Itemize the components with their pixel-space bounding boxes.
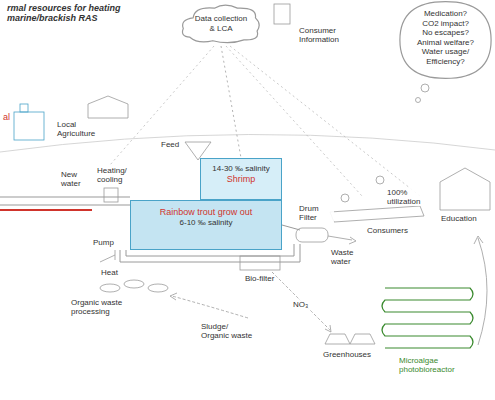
education-building <box>440 168 490 210</box>
node-text: 6-10 ‰ salinity <box>135 218 277 228</box>
annotation-label: Local Agriculture <box>56 120 100 138</box>
annotation-label: Sludge/ Organic waste <box>200 322 254 340</box>
annotation-label: New water <box>60 170 94 188</box>
arrow-head <box>325 325 331 332</box>
outline-path <box>182 5 259 43</box>
node-text: Shrimp <box>205 174 277 185</box>
outline-path <box>400 2 491 79</box>
tank-box: 14-30 ‰ salinityShrimp <box>200 158 282 200</box>
annotation-label: 100% utilization <box>386 188 432 206</box>
diagram-title: rmal resources for heating marine/bracki… <box>6 3 148 24</box>
greenhouse-icon <box>325 334 375 344</box>
annotation-label: Consumer Information <box>298 26 346 44</box>
annotation-label: Microalgae photobioreactor <box>398 356 474 374</box>
drum-filter-icon <box>296 228 328 242</box>
node-text: No escapes? <box>411 28 480 38</box>
person-icon <box>341 194 349 202</box>
annotation-label: Heating/ cooling <box>96 166 138 184</box>
consumer-table <box>330 206 424 222</box>
node-text: Data collection & LCA <box>192 14 250 33</box>
annotation-label: Consumers <box>366 226 409 235</box>
feedback-arrow <box>478 238 487 345</box>
annotation-label: NO₃ <box>292 300 309 309</box>
factory-icon <box>14 112 44 140</box>
nitrate-arrow <box>272 272 330 330</box>
document-icon <box>274 4 290 24</box>
inlet-pipe <box>0 197 130 205</box>
node-text: Water usage/ Efficiency? <box>411 47 480 66</box>
sludge-arrow <box>172 296 248 318</box>
person-icon <box>376 176 384 184</box>
annotation-label: al <box>2 112 11 122</box>
arrow-head <box>170 293 177 300</box>
node-text: 14-30 ‰ salinity <box>205 164 277 174</box>
annotation-label: Waste water <box>330 248 366 266</box>
arrow-head <box>349 237 356 244</box>
node-text: CO2 impact? <box>411 19 480 29</box>
waste-water-pipe <box>328 236 352 240</box>
thought-dot <box>421 84 429 92</box>
thought-dot <box>416 98 421 103</box>
annotation-label: Greenhouses <box>322 350 372 359</box>
pump-icon <box>100 250 115 262</box>
farm-building <box>88 96 128 118</box>
waste-tank <box>148 284 168 292</box>
connector <box>221 46 241 158</box>
photobioreactor-tubes <box>382 288 473 348</box>
annotation-label: Organic waste processing <box>70 298 134 316</box>
data-cloud: Data collection & LCA <box>180 2 262 46</box>
arrow-head <box>474 236 483 244</box>
annotation-label: Pump <box>92 238 115 247</box>
annotation-label: Bio-filter <box>244 274 275 283</box>
annotation-label: Heat <box>100 268 119 277</box>
tank-box: Rainbow trout grow out6-10 ‰ salinity <box>130 200 282 250</box>
node-text: Medication? <box>411 9 480 19</box>
heat-exchanger-icon <box>104 188 118 202</box>
geothermal-line <box>0 209 92 211</box>
waste-tank <box>124 280 144 288</box>
bio-filter-icon <box>240 256 280 270</box>
outlet-pipe <box>282 225 300 230</box>
node-text: Rainbow trout grow out <box>135 207 277 218</box>
thought-bubble: Medication?CO2 impact?No escapes?Animal … <box>398 0 493 80</box>
annotation-label: Education <box>440 214 478 223</box>
annotation-label: Drum Filter <box>298 204 334 222</box>
node-text: Animal welfare? <box>411 38 480 48</box>
connector-line <box>221 46 241 158</box>
annotation-label: Feed <box>160 140 180 149</box>
factory-chimney <box>20 104 28 112</box>
waste-tank <box>100 284 120 292</box>
